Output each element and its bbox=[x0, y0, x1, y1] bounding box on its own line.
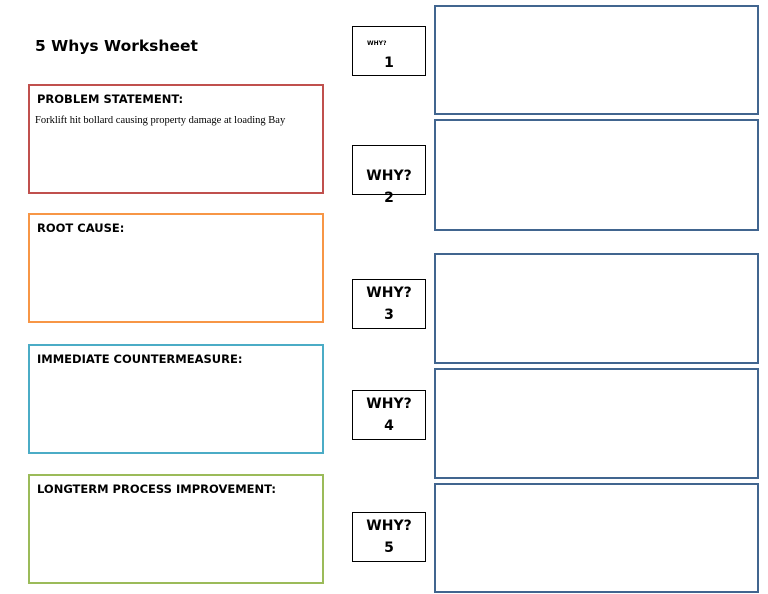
why-4-answer-box[interactable] bbox=[434, 368, 759, 479]
worksheet-title: 5 Whys Worksheet bbox=[35, 37, 198, 55]
why-4-number: 4 bbox=[384, 418, 394, 434]
root-cause-label: ROOT CAUSE: bbox=[37, 221, 125, 235]
immediate-countermeasure-label: IMMEDIATE COUNTERMEASURE: bbox=[37, 352, 243, 366]
why-3-word: WHY? bbox=[366, 285, 412, 301]
why-1-number: 1 bbox=[384, 55, 394, 71]
why-2-label-box: WHY? 2 bbox=[352, 145, 426, 206]
why-1-answer-box[interactable] bbox=[434, 5, 759, 115]
why-2-word: WHY? bbox=[366, 168, 412, 184]
problem-statement-text[interactable]: Forklift hit bollard causing property da… bbox=[35, 115, 286, 126]
why-5-label-box: WHY? 5 bbox=[352, 512, 426, 562]
why-4-label-box: WHY? 4 bbox=[352, 390, 426, 440]
why-2-answer-box[interactable] bbox=[434, 119, 759, 231]
why-2-number: 2 bbox=[384, 190, 394, 206]
root-cause-box[interactable]: ROOT CAUSE: bbox=[28, 213, 324, 323]
why-5-number: 5 bbox=[384, 540, 394, 556]
problem-statement-label: PROBLEM STATEMENT: bbox=[37, 92, 184, 106]
why-3-answer-box[interactable] bbox=[434, 253, 759, 364]
problem-statement-box[interactable]: PROBLEM STATEMENT: Forklift hit bollard … bbox=[28, 84, 324, 194]
why-5-word: WHY? bbox=[366, 518, 412, 534]
why-1-word: WHY? bbox=[367, 40, 387, 47]
why-4-word: WHY? bbox=[366, 396, 412, 412]
immediate-countermeasure-box[interactable]: IMMEDIATE COUNTERMEASURE: bbox=[28, 344, 324, 454]
why-3-number: 3 bbox=[384, 307, 394, 323]
longterm-process-improvement-label: LONGTERM PROCESS IMPROVEMENT: bbox=[37, 482, 276, 496]
why-5-answer-box[interactable] bbox=[434, 483, 759, 593]
why-1-label-box: WHY? 1 bbox=[352, 26, 426, 76]
why-3-label-box: WHY? 3 bbox=[352, 279, 426, 329]
longterm-process-improvement-box[interactable]: LONGTERM PROCESS IMPROVEMENT: bbox=[28, 474, 324, 584]
